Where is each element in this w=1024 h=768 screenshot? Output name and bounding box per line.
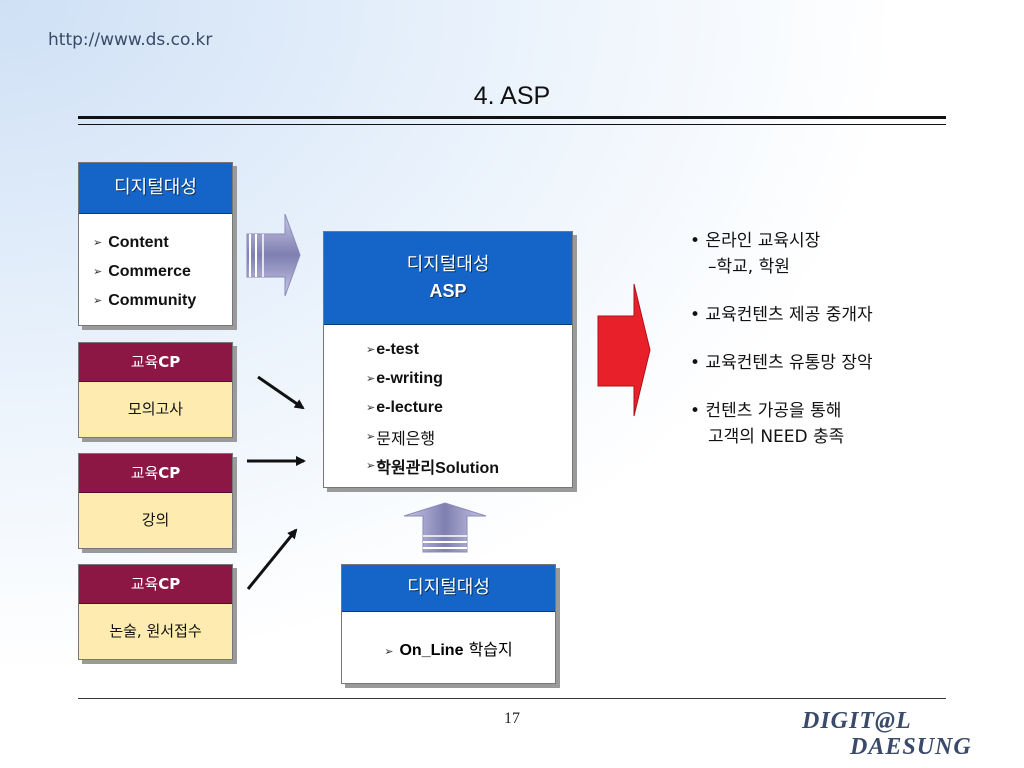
title-divider: [78, 116, 946, 125]
arrow-cp3-to-asp: [246, 528, 298, 590]
arrow-bullet-icon: ➢: [93, 295, 103, 307]
red-block-arrow-right: [597, 283, 651, 417]
arrow-bullet-icon: ➢: [384, 646, 394, 658]
list-item-community: ➢Community: [93, 291, 197, 309]
asp-title-line1: 디지털대성: [406, 254, 490, 275]
arrow-bullet-icon: ➢: [366, 460, 376, 472]
asp-box: 디지털대성 ASP ➢e-test ➢e-writing ➢e-lecture …: [323, 231, 573, 488]
online-study-box: 디지털대성 ➢On_Line 학습지: [341, 564, 556, 684]
url-text: http://www.ds.co.kr: [48, 30, 213, 50]
arrow-bullet-icon: ➢: [366, 430, 376, 443]
benefits-list: • 온라인 교육시장 –학교, 학원 • 교육컨텐츠 제공 중개자 • 교육컨텐…: [690, 228, 970, 472]
benefit-item: • 컨텐츠 가공을 통해 고객의 NEED 충족: [690, 401, 845, 447]
online-study-item: ➢On_Line 학습지: [384, 640, 513, 659]
striped-block-arrow-right: [246, 213, 301, 297]
arrow-bullet-icon: ➢: [366, 344, 376, 356]
benefit-item: • 교육컨텐츠 유통망 장악: [690, 353, 873, 373]
cp-box-lecture: 교육CP 강의: [78, 453, 233, 549]
list-item-e-lecture: ➢e-lecture: [366, 398, 443, 416]
list-item-e-test: ➢e-test: [366, 340, 419, 358]
asp-title-line2: ASP: [429, 281, 467, 301]
arrow-bullet-icon: ➢: [366, 402, 376, 414]
arrow-bullet-icon: ➢: [93, 266, 103, 278]
arrow-bullet-icon: ➢: [366, 373, 376, 385]
digital-daesung-content-box: 디지털대성 ➢Content ➢Commerce ➢Community: [78, 162, 233, 326]
list-item-content: ➢Content: [93, 233, 169, 251]
content-list: ➢Content ➢Commerce ➢Community: [79, 214, 232, 315]
box-header: 디지털대성: [342, 565, 555, 612]
cp-box-essay: 교육CP 논술, 원서접수: [78, 564, 233, 660]
cp-header: 교육CP: [79, 565, 232, 604]
cp-body: 논술, 원서접수: [79, 604, 232, 659]
slide-title: 4. ASP: [473, 82, 551, 110]
arrow-cp1-to-asp: [257, 375, 305, 410]
cp-header: 교육CP: [79, 343, 232, 382]
cp-body: 모의고사: [79, 382, 232, 437]
list-item-academy-solution: ➢학원관리Solution: [366, 459, 500, 477]
arrow-bullet-icon: ➢: [93, 237, 103, 249]
striped-block-arrow-up: [403, 502, 487, 553]
box-header: 디지털대성: [79, 163, 232, 214]
benefit-item: • 온라인 교육시장 –학교, 학원: [690, 231, 821, 277]
list-item-commerce: ➢Commerce: [93, 262, 191, 280]
asp-service-list: ➢e-test ➢e-writing ➢e-lecture ➢문제은행 ➢학원관…: [324, 325, 572, 480]
digital-daesung-logo: DIGIT@L DAESUNG: [802, 708, 972, 760]
page-number: 17: [504, 710, 520, 727]
list-item-question-bank: ➢문제은행: [366, 428, 436, 448]
cp-box-mock-exam: 교육CP 모의고사: [78, 342, 233, 438]
cp-header: 교육CP: [79, 454, 232, 493]
list-item-e-writing: ➢e-writing: [366, 369, 443, 387]
cp-body: 강의: [79, 493, 232, 548]
footer-divider: [78, 698, 946, 699]
benefit-item: • 교육컨텐츠 제공 중개자: [690, 305, 873, 325]
asp-header: 디지털대성 ASP: [324, 232, 572, 325]
